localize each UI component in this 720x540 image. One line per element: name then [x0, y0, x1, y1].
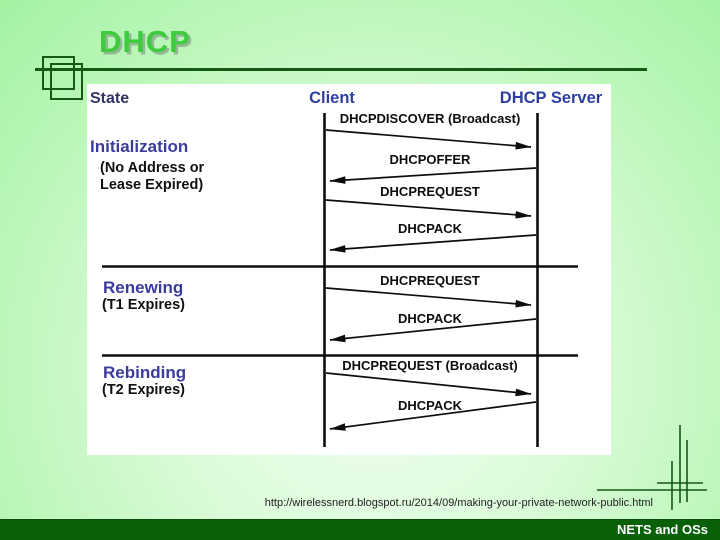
- arrow-dhcprequest: [325, 199, 532, 219]
- state-detail-line: Lease Expired): [100, 177, 204, 193]
- footer-course-label: NETS and OSs: [616, 522, 708, 537]
- state-label-renewing: Renewing: [103, 278, 184, 297]
- column-header-dhcp-server: DHCP Server: [499, 89, 603, 107]
- message-label: DHCPDISCOVER (Broadcast): [339, 111, 521, 126]
- message-label: DHCPREQUEST: [380, 273, 480, 288]
- message-label: DHCPOFFER: [389, 152, 471, 167]
- arrow-dhcpdiscover: [325, 129, 532, 150]
- message-label: DHCPREQUEST: [380, 184, 480, 199]
- state-label-initialization: Initialization: [90, 137, 189, 156]
- state-detail-rebinding: (T2 Expires): [102, 382, 185, 398]
- arrow-dhcprequest: [325, 287, 532, 308]
- column-header-client: Client: [309, 89, 355, 107]
- state-detail-renewing: (T1 Expires): [102, 297, 185, 313]
- arrow-dhcprequest-broadcast: [325, 372, 532, 397]
- dhcp-sequence-diagram-panel: State Client DHCP Server Initialization …: [87, 84, 611, 455]
- decorative-square-outline: [50, 63, 83, 100]
- message-label: DHCPACK: [397, 398, 463, 413]
- slide-title: DHCP: [99, 24, 191, 59]
- decorative-square-outline: [42, 56, 75, 90]
- message-label: DHCPREQUEST (Broadcast): [342, 358, 518, 373]
- arrow-dhcpack: [329, 318, 537, 343]
- arrow-dhcpack: [329, 234, 537, 253]
- state-label-rebinding: Rebinding: [103, 363, 187, 382]
- state-detail-line: (No Address or: [100, 160, 205, 176]
- sequence-lines-and-arrows: [102, 113, 578, 447]
- arrow-dhcpoffer: [329, 167, 537, 184]
- column-header-state: State: [90, 90, 130, 107]
- decorative-hash-lines: [597, 425, 707, 510]
- source-url-link[interactable]: http://wirelessnerd.blogspot.ru/2014/09/…: [264, 497, 653, 509]
- state-detail-initialization: (No Address or Lease Expired): [100, 160, 204, 194]
- footer-bar: NETS and OSs: [0, 519, 720, 540]
- arrow-dhcpack: [329, 401, 537, 431]
- title-underline-rule: [35, 68, 647, 71]
- message-label: DHCPACK: [397, 221, 463, 236]
- message-label: DHCPACK: [397, 311, 463, 326]
